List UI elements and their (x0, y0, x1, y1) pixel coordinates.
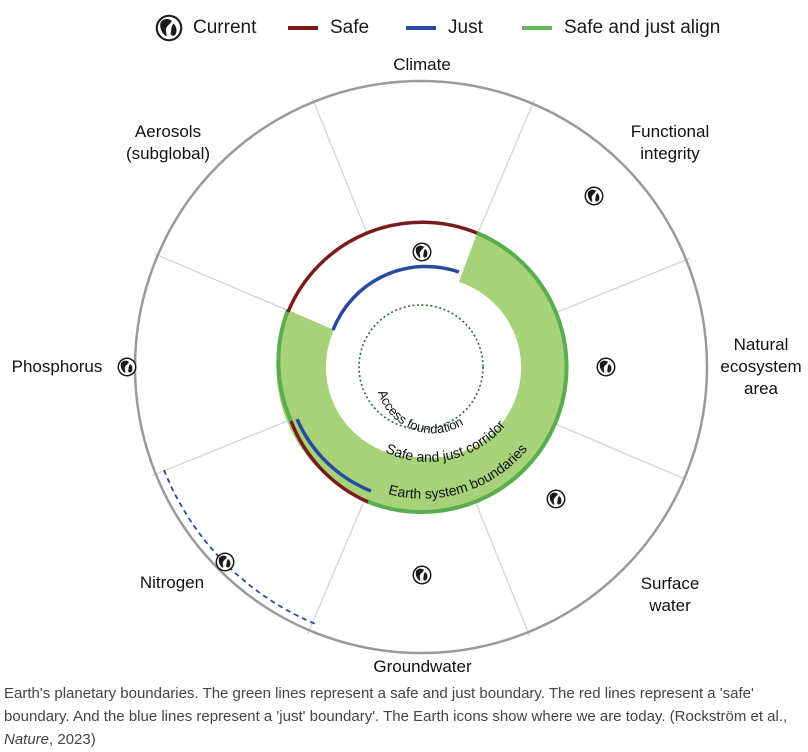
sector-label-groundwater: Groundwater (373, 657, 472, 676)
legend-safe-label: Safe (330, 17, 370, 38)
legend-current-label: Current (193, 17, 257, 38)
planetary-boundaries-diagram: Access foundation Safe and just corridor… (117, 79, 709, 655)
legend-just: Just (406, 15, 483, 41)
sector-spoke (474, 501, 531, 637)
safe-just-boundary-line (365, 231, 569, 515)
legend-align: Safe and just align (522, 15, 720, 41)
sector-spoke (307, 500, 365, 635)
sector-label-surface-water: Surface water (640, 574, 700, 615)
sector-spoke (311, 97, 368, 233)
nitrogen-just-dashed (163, 469, 319, 626)
globe-icon (117, 357, 137, 377)
just-boundary-bottom (295, 418, 372, 493)
sector-label-climate: Climate (393, 55, 451, 74)
just-boundary-top (331, 264, 460, 331)
globe-icon (584, 186, 604, 206)
globe-icon (412, 565, 432, 585)
legend: Current Safe Just Safe and just align (0, 0, 808, 54)
sector-label-phosphorus: Phosphorus (11, 357, 103, 376)
safe-just-boundary-line-left (276, 309, 293, 422)
legend-safe: Safe (288, 15, 369, 41)
globe-icon (412, 242, 432, 262)
globe-icon (546, 489, 566, 509)
sector-label-nitrogen: Nitrogen (139, 573, 205, 592)
sector-spoke (477, 99, 535, 234)
sector-spokes (151, 97, 691, 637)
figure-caption: Earth's planetary boundaries. The green … (4, 685, 788, 748)
globe-icon (155, 14, 183, 42)
legend-just-swatch (406, 26, 436, 30)
safe-boundary-bottom (289, 420, 369, 504)
globe-icon (596, 357, 616, 377)
safe-just-region (276, 233, 567, 512)
legend-just-label: Just (448, 17, 483, 38)
sector-label-functional-integrity: Functional integrity (630, 122, 710, 163)
legend-align-swatch (522, 26, 552, 30)
globe-icon (215, 552, 235, 572)
sector-label-aerosols: Aerosols (subglobal) (125, 122, 211, 163)
legend-align-label: Safe and just align (564, 17, 721, 38)
sector-spoke (555, 257, 691, 314)
sector-spoke (153, 253, 288, 311)
safe-boundary-top (286, 220, 478, 313)
sector-label-natural-ecosystem: Natural ecosystem area (720, 335, 802, 398)
sector-spoke (554, 423, 689, 481)
legend-safe-swatch (288, 26, 318, 30)
legend-current: Current (155, 14, 257, 42)
sector-spoke (151, 420, 287, 477)
caption-journal: Nature (4, 731, 50, 748)
access-foundation-circle (358, 304, 484, 430)
